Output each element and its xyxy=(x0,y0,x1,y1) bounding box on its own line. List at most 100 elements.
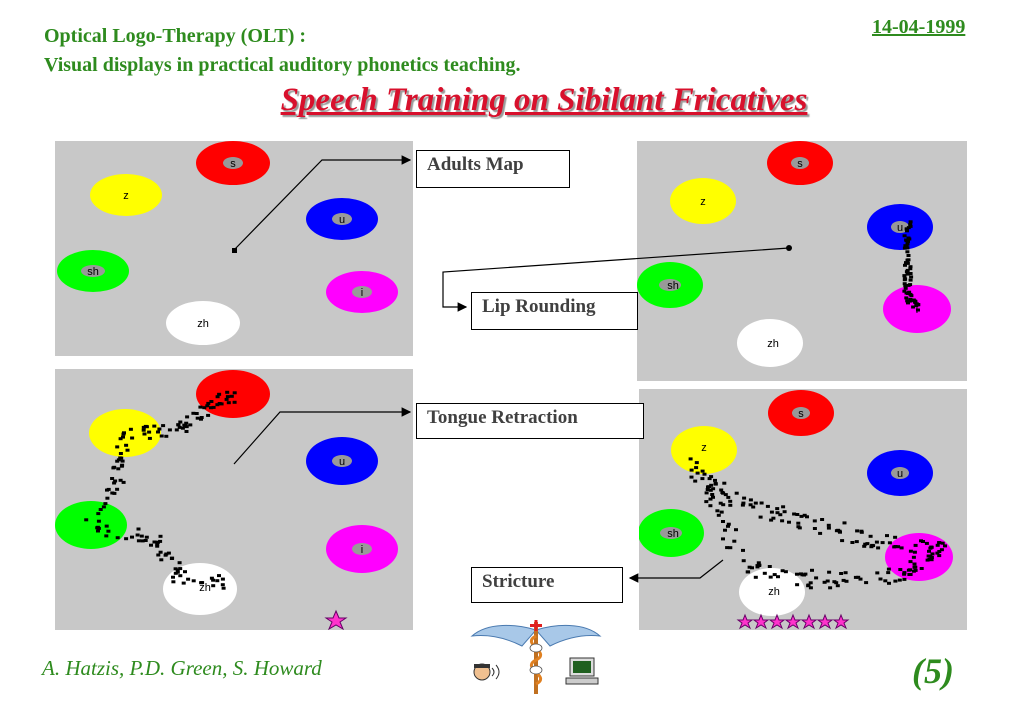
trace-point xyxy=(169,557,174,560)
trace-point xyxy=(106,529,111,533)
trace-point xyxy=(694,461,699,465)
trace-point xyxy=(893,535,898,539)
trace-point xyxy=(726,524,730,528)
trace-point xyxy=(902,289,907,293)
trace-point xyxy=(171,575,175,579)
trace-point xyxy=(140,539,145,543)
trace-point xyxy=(746,570,751,574)
trace-point xyxy=(185,415,190,419)
trace-point xyxy=(839,572,844,575)
panel-lip-rounding: s z u sh i zh xyxy=(637,141,967,381)
trace-point xyxy=(719,488,724,492)
trace-point xyxy=(177,425,182,429)
trace-point xyxy=(211,578,216,582)
trace-point xyxy=(759,501,764,505)
speaker-head-icon xyxy=(473,663,500,681)
trace-point xyxy=(115,445,120,449)
trace-point xyxy=(728,546,733,550)
marker-i xyxy=(352,286,372,298)
trace-point xyxy=(139,534,144,538)
trace-point xyxy=(121,480,126,484)
trace-point xyxy=(747,565,752,569)
trace-point xyxy=(221,586,226,590)
trace-point xyxy=(751,505,756,509)
trace-point xyxy=(176,423,181,427)
trace-point xyxy=(710,493,715,496)
panel-stricture: s z u sh zh xyxy=(639,389,967,630)
star-icon xyxy=(784,613,802,630)
trace-point xyxy=(723,528,727,532)
trace-point xyxy=(125,448,130,452)
trace-point xyxy=(905,229,909,233)
trace-point xyxy=(874,540,879,544)
trace-point xyxy=(908,283,913,287)
trace-point xyxy=(711,495,715,499)
trace-point xyxy=(893,545,898,548)
trace-point xyxy=(911,555,916,559)
trace-point xyxy=(781,505,786,509)
label-u: u xyxy=(897,222,903,234)
trace-point xyxy=(796,521,801,525)
trace-point xyxy=(912,299,917,303)
trace-point xyxy=(700,469,705,473)
trace-point xyxy=(814,576,819,580)
trace-point xyxy=(120,459,125,463)
trace-point xyxy=(843,571,848,575)
trace-point xyxy=(805,515,809,519)
trace-point xyxy=(195,416,200,420)
arrow-origin-dot xyxy=(786,245,792,251)
trace-point xyxy=(101,505,106,509)
arrow-stricture xyxy=(628,559,724,583)
trace-point xyxy=(911,305,916,309)
trace-point xyxy=(863,542,868,546)
label-s: s xyxy=(798,408,804,420)
trace-point xyxy=(156,553,161,557)
trace-point xyxy=(904,291,909,295)
trace-point xyxy=(818,531,823,535)
trace-point xyxy=(732,539,737,543)
trace-point xyxy=(136,527,141,531)
trace-point xyxy=(912,550,917,554)
trace-point xyxy=(904,270,909,274)
trace-point xyxy=(885,534,889,538)
trace-point xyxy=(721,503,726,507)
marker-sh xyxy=(659,279,681,291)
trace-point xyxy=(880,541,885,545)
trace-point xyxy=(908,267,913,271)
trace-point xyxy=(767,565,772,568)
trace-point xyxy=(157,427,162,431)
trace-point xyxy=(96,526,101,530)
trace-point xyxy=(166,551,171,555)
marker-i xyxy=(352,543,372,555)
trace-point xyxy=(834,581,839,585)
trace-point xyxy=(124,443,129,447)
trace-point xyxy=(893,579,898,583)
trace-point xyxy=(709,475,714,479)
trace-point xyxy=(780,569,785,573)
computer-icon xyxy=(565,657,599,685)
trace-point xyxy=(184,421,189,425)
trace-point xyxy=(110,477,115,480)
trace-point xyxy=(908,220,913,224)
trace-point xyxy=(128,427,133,431)
trace-point xyxy=(194,412,199,415)
trace-point xyxy=(721,520,725,523)
trace-point xyxy=(902,282,907,286)
trace-point xyxy=(902,572,907,576)
trace-point xyxy=(152,540,157,544)
trace-point xyxy=(940,541,945,545)
trace-point xyxy=(876,546,881,550)
trace-point xyxy=(118,452,123,455)
trace-point xyxy=(220,577,225,581)
trace-point xyxy=(762,571,767,575)
trace-point xyxy=(119,456,124,460)
trace-point xyxy=(174,428,179,432)
trace-point xyxy=(782,510,787,514)
trace-point xyxy=(225,395,230,399)
trace-point xyxy=(908,223,913,226)
trace-point xyxy=(183,570,187,574)
trace-point xyxy=(149,543,153,547)
trace-point xyxy=(205,404,210,408)
label-z: z xyxy=(123,190,129,202)
trace-point xyxy=(147,436,152,440)
